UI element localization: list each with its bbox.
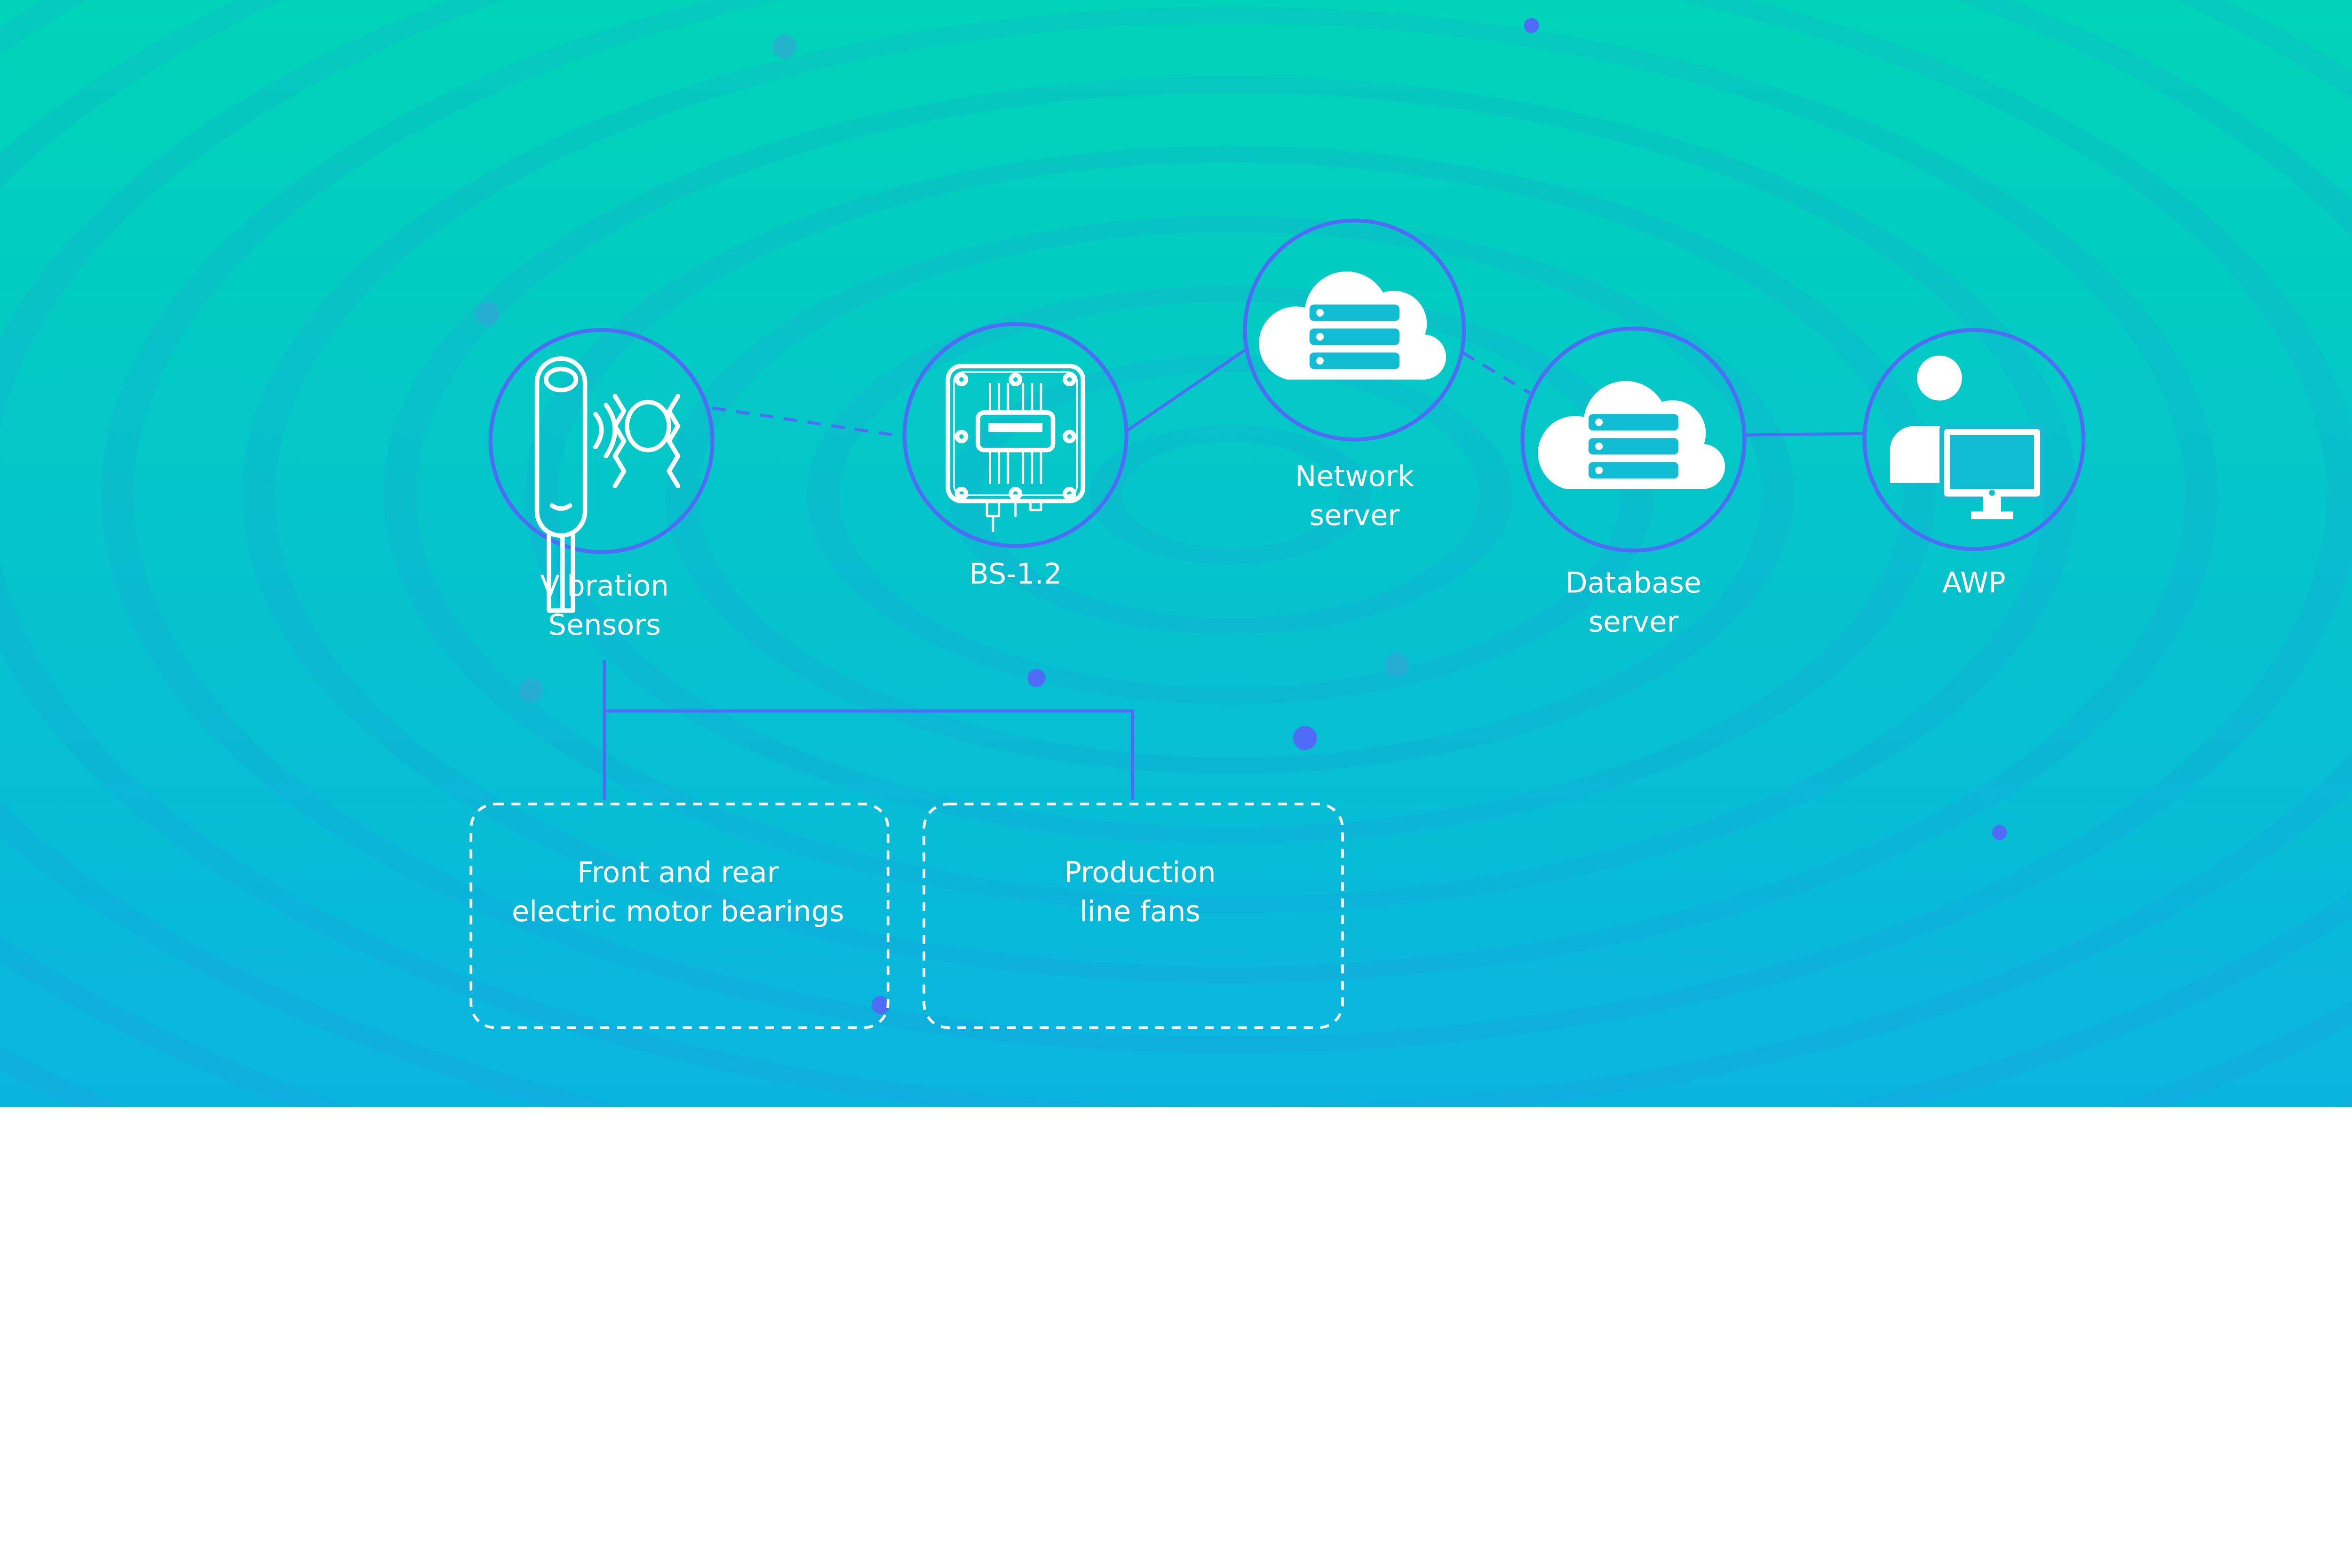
target-label: electric motor bearings	[512, 895, 844, 928]
background: Vibration Sensors BS-1.2 Network server	[0, 0, 2352, 1107]
node-label: Database	[1565, 567, 1701, 600]
cloud-server-icon	[1259, 271, 1446, 380]
node-label: Vibration	[540, 570, 668, 603]
node-label: AWP	[1942, 567, 2006, 600]
link-bs-network	[1124, 347, 1249, 433]
link-database-awp	[1744, 432, 1863, 437]
background-dots	[475, 18, 2007, 1014]
node-vibration-sensors[interactable]: Vibration Sensors	[488, 328, 715, 642]
workstation-icon	[1890, 355, 2045, 519]
target-label: Front and rear	[577, 856, 779, 889]
node-database-server[interactable]: Database server	[1520, 326, 1747, 638]
node-label: server	[1589, 605, 1679, 638]
node-network-server[interactable]: Network server	[1243, 218, 1466, 532]
link-sensors-targets	[603, 660, 1134, 800]
target-box-motor-bearings[interactable]: Front and rear electric motor bearings	[469, 803, 890, 1029]
target-box-production-fans[interactable]: Production line fans	[922, 803, 1344, 1029]
node-bs[interactable]: BS-1.2	[902, 322, 1128, 591]
target-label: Production	[1064, 856, 1216, 889]
cloud-server-icon	[1538, 381, 1725, 489]
base-station-icon	[946, 364, 1086, 533]
link-sensors-bs	[712, 406, 905, 438]
link-network-database	[1462, 351, 1531, 395]
node-awp[interactable]: AWP	[1862, 328, 2086, 600]
node-label: BS-1.2	[969, 557, 1062, 590]
target-label: line fans	[1080, 895, 1200, 928]
vibration-sensor-icon	[534, 356, 681, 613]
iot-diagram: Vibration Sensors BS-1.2 Network server	[469, 18, 2086, 1029]
node-label: Network	[1295, 460, 1414, 493]
node-label: Sensors	[548, 609, 660, 642]
node-label: server	[1310, 499, 1400, 532]
